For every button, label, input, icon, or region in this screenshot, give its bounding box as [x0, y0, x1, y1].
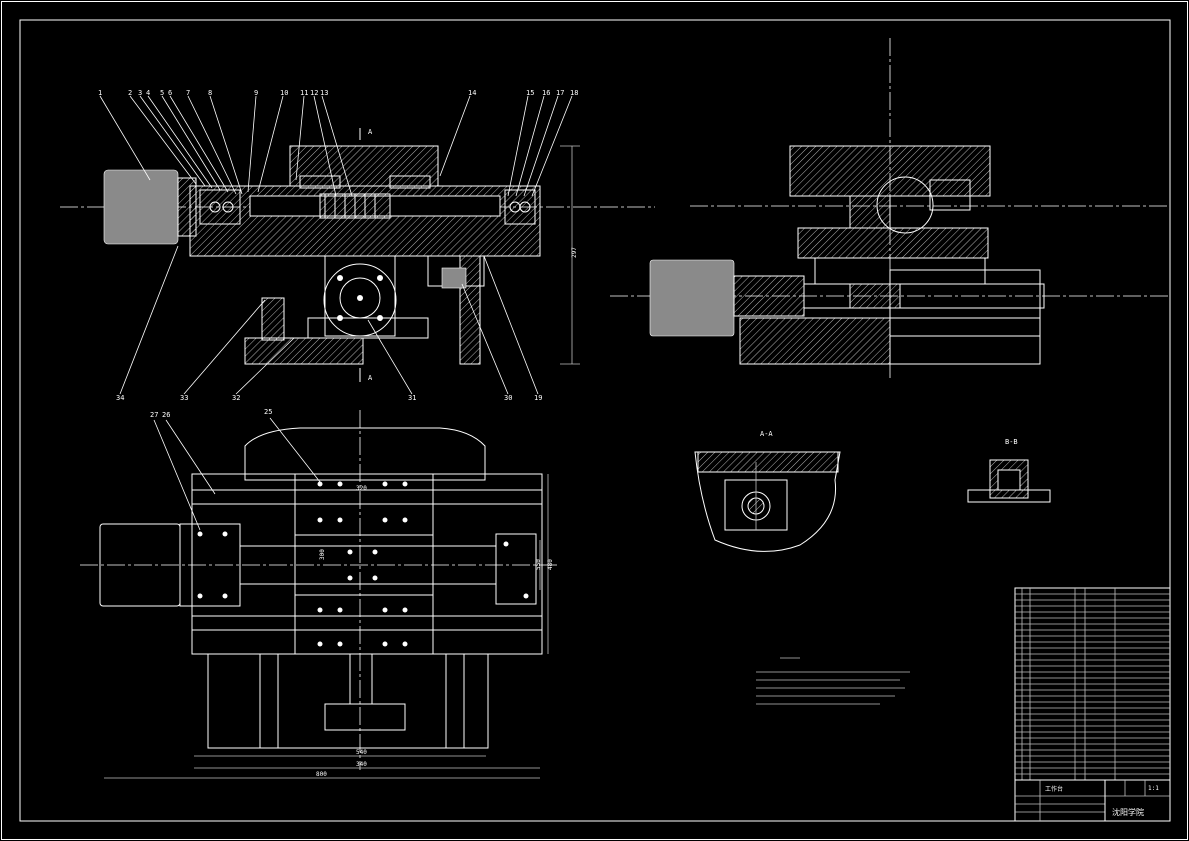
balloon: 32: [232, 394, 240, 402]
section-b-b: B-B: [967, 438, 1051, 503]
balloon: 2: [128, 89, 132, 97]
side-section-view: [610, 38, 1168, 378]
balloon: 12: [310, 89, 318, 97]
balloon: 16: [542, 89, 550, 97]
dimension-label: 800: [316, 771, 327, 778]
balloon: 10: [280, 89, 288, 97]
motor: [103, 169, 179, 245]
section-title: B-B: [1005, 438, 1018, 446]
balloon: 19: [534, 394, 542, 402]
balloon-numbers: 1 2 3 4 5 6 7 8 9 10 11 12 13 14 15 16 1…: [98, 89, 578, 419]
technical-requirements: [756, 657, 910, 705]
balloon: 18: [570, 89, 578, 97]
balloon: 7: [186, 89, 190, 97]
balloon: 11: [300, 89, 308, 97]
balloon: 31: [408, 394, 416, 402]
section-a-a: A-A: [694, 430, 841, 552]
balloon: 5: [160, 89, 164, 97]
balloon: 33: [180, 394, 188, 402]
balloon: 26: [162, 411, 170, 419]
dimension-label: 340: [356, 761, 367, 768]
balloon: 34: [116, 394, 124, 402]
balloon: 14: [468, 89, 476, 97]
slide-table: [294, 473, 434, 655]
school-name: 沈阳学院: [1112, 807, 1144, 817]
balloon: 8: [208, 89, 212, 97]
plan-view: 540 340 800 320 480 550 300: [80, 410, 560, 779]
front-section-view: 297 A A: [60, 128, 655, 382]
balloon: 25: [264, 408, 272, 416]
dimension-label: 550: [535, 559, 542, 570]
section-mark: A: [368, 128, 373, 136]
top-slider: [289, 145, 439, 187]
balloon: 4: [146, 89, 150, 97]
section-title: A-A: [760, 430, 773, 438]
title-block: 工作台 1:1 沈阳学院: [1045, 785, 1159, 817]
dimension-label: 320: [356, 485, 367, 492]
dimension-label: 480: [547, 559, 554, 570]
balloon: 13: [320, 89, 328, 97]
balloon: 15: [526, 89, 534, 97]
inner-border: [19, 19, 1171, 822]
balloon: 6: [168, 89, 172, 97]
balloon-leaders: [99, 95, 573, 395]
side-motor: [649, 259, 735, 337]
balloon: 3: [138, 89, 142, 97]
scale-value: 1:1: [1148, 785, 1159, 792]
parts-list: [1014, 587, 1171, 822]
dimension-label: 297: [571, 247, 578, 258]
balloon: 27: [150, 411, 158, 419]
balloon: 9: [254, 89, 258, 97]
dimension-label: 540: [356, 749, 367, 756]
balloon: 30: [504, 394, 512, 402]
balloon: 1: [98, 89, 102, 97]
section-mark: A: [368, 374, 373, 382]
balloon: 17: [556, 89, 564, 97]
dimension-label: 300: [319, 549, 326, 560]
drawing-name: 工作台: [1045, 785, 1063, 793]
